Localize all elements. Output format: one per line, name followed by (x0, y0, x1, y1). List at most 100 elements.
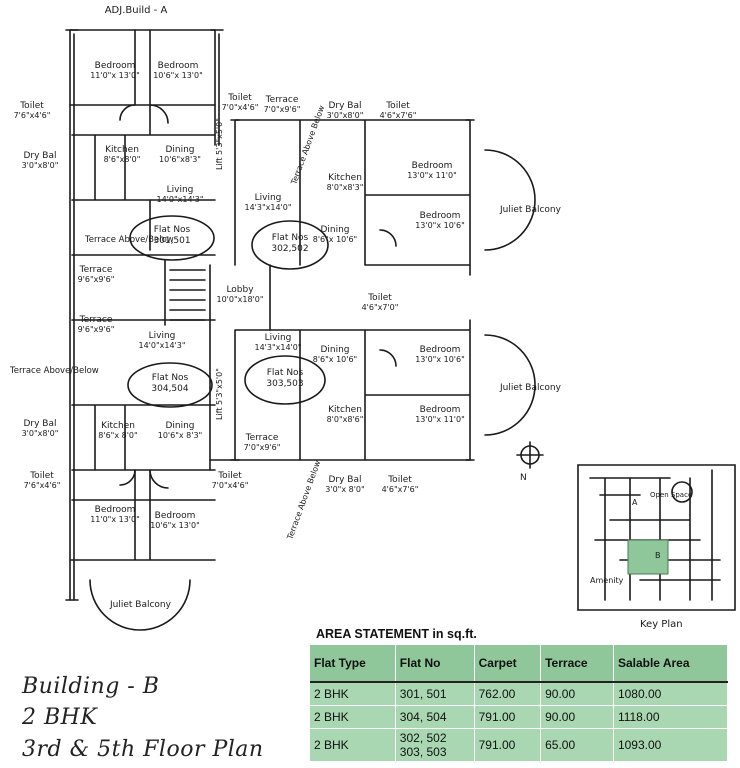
room-size-living-tl: 14'0"x14'3" (156, 195, 203, 204)
cell-flat-no: 301, 501 (395, 682, 475, 706)
cell-flat-type: 2 BHK (310, 705, 396, 729)
flat-nos-f2: 302,502 (271, 244, 308, 254)
room-name-drybal-br: Dry Bal (328, 475, 361, 485)
room-name-dining-bl: Dining (165, 421, 194, 431)
cell-flat-type: 2 BHK (310, 728, 396, 762)
room-name-kitchen-br: Kitchen (328, 405, 362, 415)
juliet-balcony-1: Juliet Balcony (499, 205, 562, 215)
room-size-kitchen-tr: 8'0"x8'3" (327, 183, 364, 192)
col-flat-no: Flat No (395, 645, 475, 683)
room-size-toilet-tr: 4'6"x7'6" (380, 111, 417, 120)
flat-label-f4: Flat Nos (267, 368, 304, 378)
north-label: N (520, 473, 527, 483)
room-size-toilet-br: 4'6"x7'6" (382, 485, 419, 494)
caption-floor: 3rd & 5th Floor Plan (22, 737, 264, 762)
juliet-balcony-2: Juliet Balcony (499, 383, 562, 393)
lift-label-2: Lift 5'3"x5'0" (215, 368, 224, 420)
room-size-kitchen-tl: 8'6"x8'0" (104, 155, 141, 164)
flat-nos-f4: 303,503 (266, 379, 303, 389)
room-size-living-bc: 14'3"x14'0" (254, 343, 301, 352)
area-statement-table: Flat Type Flat No Carpet Terrace Salable… (310, 645, 729, 762)
area-statement-title: AREA STATEMENT in sq.ft. (316, 627, 477, 641)
room-name-living-tl: Living (167, 185, 194, 195)
room-name-kitchen-tl: Kitchen (105, 145, 139, 155)
room-name-bed-tr2: Bedroom (420, 211, 461, 221)
room-name-drybal-bl: Dry Bal (23, 419, 56, 429)
room-name-toilet-tr: Toilet (385, 101, 410, 111)
room-size-bed-bl1: 11'0"x 13'0" (90, 515, 140, 524)
room-size-dining-tr: 8'6"x 10'6" (313, 235, 357, 244)
cell-flat-type: 2 BHK (310, 682, 396, 706)
room-name-toilet-tc: Toilet (227, 93, 252, 103)
room-name-bed-bl2: Bedroom (155, 511, 196, 521)
room-name-living-bc: Living (265, 333, 292, 343)
key-plan-marker-b: B (655, 551, 661, 560)
room-name-bed-bl1: Bedroom (95, 505, 136, 515)
cell-salable-area: 1093.00 (613, 728, 729, 762)
room-name-kitchen-bl: Kitchen (101, 421, 135, 431)
cell-salable-area: 1080.00 (613, 682, 729, 706)
room-name-bed-tl1: Bedroom (95, 61, 136, 71)
room-size-drybal-tc: 3'0"x8'0" (327, 111, 364, 120)
terrace-above-below-1: Terrace Above/Below (84, 235, 174, 245)
room-size-toilet-tl: 7'6"x4'6" (14, 111, 51, 120)
col-flat-type: Flat Type (310, 645, 396, 683)
room-size-bed-tl1: 11'0"x 13'0" (90, 71, 140, 80)
key-plan-marker-a: A (632, 498, 638, 507)
room-name-bed-br1: Bedroom (420, 345, 461, 355)
room-name-dining-br: Dining (320, 345, 349, 355)
room-size-bed-bl2: 10'6"x 13'0" (150, 521, 200, 530)
flat-nos-f3: 304,504 (151, 384, 188, 394)
room-name-toilet-mid: Toilet (367, 293, 392, 303)
room-size-living-bl: 14'0"x14'3" (138, 341, 185, 350)
key-plan-building-b (627, 539, 669, 575)
room-name-dining-tr: Dining (320, 225, 349, 235)
cell-salable-area: 1118.00 (613, 705, 729, 729)
room-name-living-tc: Living (255, 193, 282, 203)
terrace-above-below-vertical-2: Terrace Above Below (285, 459, 322, 542)
cell-flat-no: 304, 504 (395, 705, 475, 729)
room-name-bed-tl2: Bedroom (158, 61, 199, 71)
key-plan-open-space: Open Space (650, 491, 692, 499)
col-salable-area: Salable Area (613, 645, 729, 683)
room-name-terrace-bc: Terrace (245, 433, 279, 443)
room-name-terrace-l1: Terrace (79, 265, 113, 275)
cell-terrace: 90.00 (540, 682, 614, 706)
cell-carpet: 762.00 (474, 682, 542, 706)
terrace-above-below-vertical-1: Terrace Above Below (289, 104, 326, 187)
room-size-toilet-mid: 4'6"x7'0" (362, 303, 399, 312)
room-size-terrace-l2: 9'6"x9'6" (78, 325, 115, 334)
room-size-lobby: 10'0"x18'0" (216, 295, 263, 304)
room-name-bed-tr1: Bedroom (412, 161, 453, 171)
key-plan-amenity: Amenity (590, 576, 624, 585)
cell-terrace: 65.00 (540, 728, 614, 762)
room-size-terrace-l1: 9'6"x9'6" (78, 275, 115, 284)
room-name-drybal-tc: Dry Bal (328, 101, 361, 111)
room-size-drybal-bl: 3'0"x8'0" (22, 429, 59, 438)
room-size-bed-tr1: 13'0"x 11'0" (407, 171, 457, 180)
flat-label-f2: Flat Nos (272, 233, 309, 243)
adj-build-label: ADJ.Build - A (105, 5, 168, 16)
room-size-terrace-bc: 7'0"x9'6" (244, 443, 281, 452)
room-name-terrace-l2: Terrace (79, 315, 113, 325)
room-name-toilet-br: Toilet (387, 475, 412, 485)
juliet-balcony-3: Juliet Balcony (109, 600, 172, 610)
key-plan-label: Key Plan (640, 619, 683, 630)
flat-label-f3: Flat Nos (152, 373, 189, 383)
room-size-bed-tr2: 13'0"x 10'6" (415, 221, 465, 230)
room-name-terrace-tc: Terrace (265, 95, 299, 105)
flat-label-f1: Flat Nos (154, 225, 191, 235)
room-name-bed-br2: Bedroom (420, 405, 461, 415)
room-size-toilet-bl: 7'6"x4'6" (24, 481, 61, 490)
cell-carpet: 791.00 (474, 728, 542, 762)
room-size-dining-tl: 10'6"x8'3" (159, 155, 201, 164)
room-size-drybal-tl: 3'0"x8'0" (22, 161, 59, 170)
room-size-dining-br: 8'6"x 10'6" (313, 355, 357, 364)
flat-nos-f1: 301,501 (153, 236, 190, 246)
col-carpet: Carpet (474, 645, 542, 683)
room-size-bed-br2: 13'0"x 11'0" (415, 415, 465, 424)
